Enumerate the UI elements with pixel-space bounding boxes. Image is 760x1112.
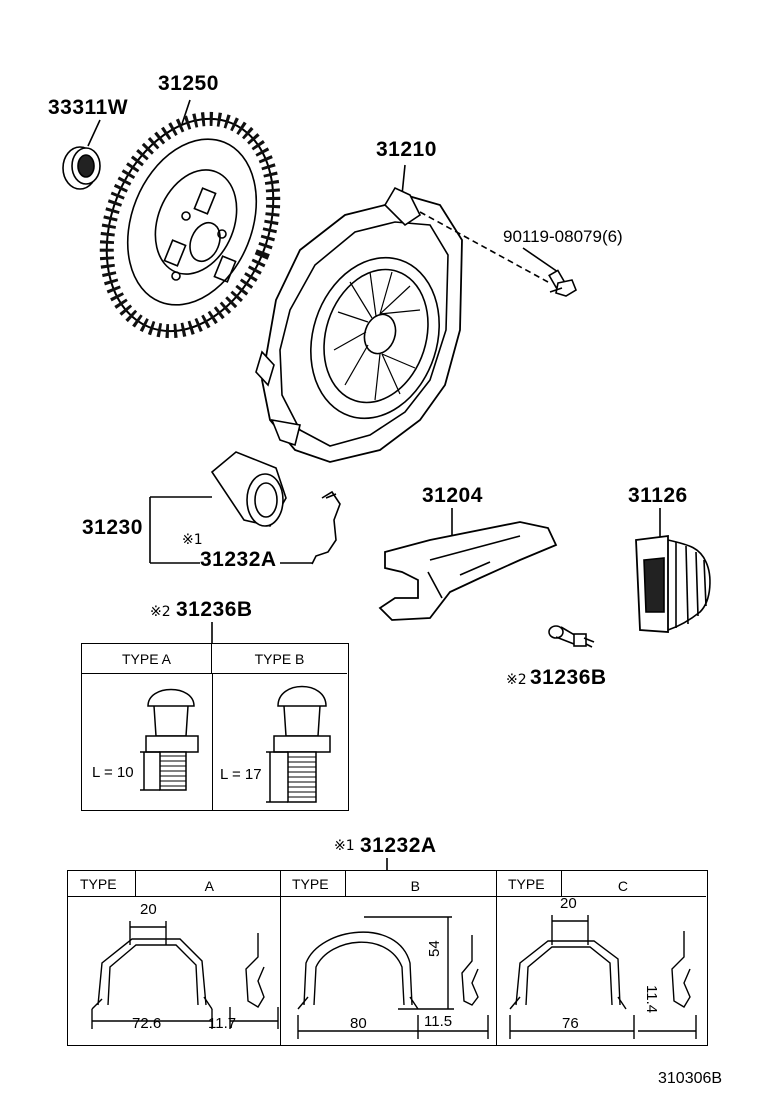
clip-reference-mark: ※1	[182, 532, 203, 548]
clip-c-side: 11.4	[643, 985, 660, 1014]
part-number-boot: 31126	[628, 484, 688, 507]
clip-type-a-type-header: TYPE	[68, 871, 136, 897]
clip-drawing	[280, 490, 341, 565]
bolt-drawing	[522, 247, 577, 297]
pivot-type-b-length: L = 17	[220, 766, 262, 783]
clip-a-side: 11.7	[208, 1015, 237, 1032]
clip-type-b-type-header: TYPE	[280, 871, 346, 897]
figure-code: 310306B	[658, 1070, 723, 1087]
release-fork-drawing	[378, 508, 558, 621]
pivot-stud-drawing	[548, 625, 595, 648]
clip-type-b-header: B	[346, 871, 496, 897]
part-number-bolt: 90119-08079(6)	[503, 227, 623, 246]
clip-type-a-header: A	[136, 871, 280, 897]
clip-b-height: 54	[426, 940, 443, 957]
part-number-release-fork: 31204	[422, 484, 483, 507]
clip-table-title: 31232A	[360, 834, 437, 857]
clip-c-top-width: 20	[560, 895, 577, 912]
pivot-type-a-length: L = 10	[92, 764, 134, 781]
clip-table-mark: ※1	[334, 838, 355, 854]
pilot-bearing-drawing	[62, 119, 101, 190]
pivot-table-mark: ※2	[150, 604, 171, 620]
part-number-release-bearing: 31230	[82, 516, 143, 539]
pivot-type-a-header: TYPE A	[82, 644, 212, 674]
part-number-clutch-disc: 31250	[158, 72, 219, 95]
part-number-pivot: 31236B	[530, 666, 607, 689]
pivot-type-table: TYPE A TYPE B	[81, 643, 349, 811]
clip-table-divider-2	[496, 871, 497, 1045]
clip-type-c-header: C	[562, 871, 706, 897]
pivot-type-drawings	[140, 685, 331, 803]
part-number-pilot-bearing: 33311W	[48, 96, 129, 119]
part-number-clutch-cover: 31210	[376, 138, 437, 161]
clip-type-drawings	[91, 915, 697, 1039]
clip-table-divider-1	[280, 871, 281, 1045]
clip-a-top-width: 20	[140, 901, 157, 918]
pivot-reference-mark: ※2	[506, 672, 527, 688]
clip-type-c-type-header: TYPE	[496, 871, 562, 897]
clutch-disc-drawing	[99, 99, 281, 339]
clip-a-width: 72.6	[132, 1015, 162, 1032]
clutch-cover-drawing	[255, 164, 549, 463]
clip-b-width: 80	[350, 1015, 367, 1032]
release-bearing-drawing	[149, 451, 287, 564]
pivot-type-b-header: TYPE B	[212, 644, 347, 674]
clip-type-table: TYPE A TYPE B TYPE C	[67, 870, 708, 1046]
pivot-table-divider	[212, 674, 213, 810]
part-number-clip: 31232A	[200, 548, 277, 571]
pivot-table-title: 31236B	[176, 598, 253, 621]
clip-c-width: 76	[562, 1015, 579, 1032]
boot-drawing	[635, 508, 711, 633]
clip-b-side: 11.5	[424, 1013, 453, 1030]
